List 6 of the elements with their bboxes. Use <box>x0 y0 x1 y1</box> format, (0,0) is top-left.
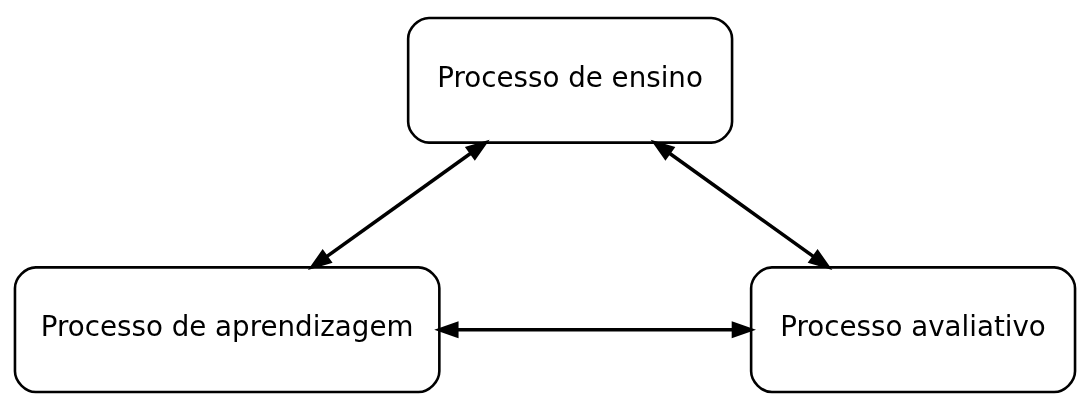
node-box: Processo de ensino <box>406 16 734 144</box>
arrow <box>307 139 490 270</box>
arrow <box>434 320 756 338</box>
arrow <box>650 139 833 270</box>
node-box: Processo de aprendizagem <box>13 265 441 393</box>
node-box: Processo avaliativo <box>749 265 1077 393</box>
